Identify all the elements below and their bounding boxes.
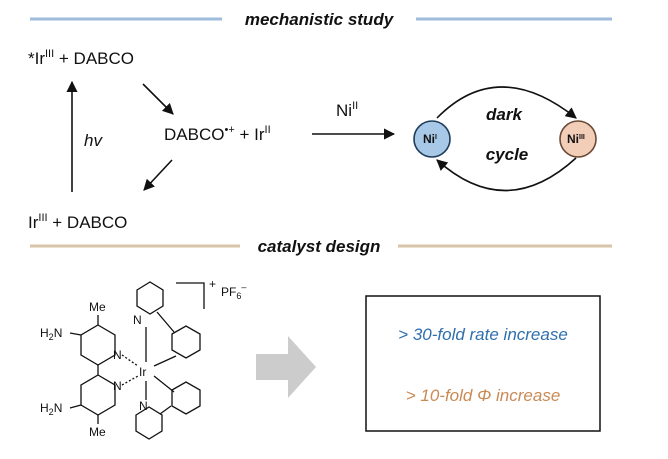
catalyst-design-title: catalyst design [258,237,381,256]
cycle-arc-bottom [436,157,577,192]
ir-center-label: Ir [139,365,146,379]
iridium-complex-structure [69,281,205,440]
return-arrow [143,159,173,191]
n-label-top: N [113,348,122,362]
ni1-node-label: NiI [423,132,437,146]
me-bottom-label: Me [89,425,106,439]
n-label-axial-top: N [133,313,142,327]
ni3-node-label: NiIII [567,132,585,146]
ground-ir-dabco-label: IrIII + DABCO [28,212,127,232]
quench-arrow [142,83,174,115]
excited-ir-dabco-label: *IrIII + DABCO [28,48,134,68]
ni3-node [559,120,597,158]
hv-label: hv [84,131,103,150]
pf6-label: PF6– [221,282,246,301]
h2n-top-label: H2N [40,326,62,342]
results-box [365,295,601,432]
quantum-yield-text: > 10-fold Φ increase [406,386,561,405]
h2n-bottom-label: H2N [40,401,62,417]
charge-label: + [209,277,216,291]
rate-increase-text: > 30-fold rate increase [398,325,568,344]
dark-label: dark [486,105,523,124]
ni1-node [413,120,451,158]
design-arrow [256,336,316,398]
n-label-bottom: N [113,379,122,393]
n-label-axial-bottom: N [139,399,148,413]
cycle-label: cycle [486,145,529,164]
ni2-label: NiII [336,100,358,120]
mechanistic-study-title: mechanistic study [245,10,395,29]
me-top-label: Me [89,300,106,314]
cycle-arc-top [436,86,577,119]
dabco-radical-ir2-label: DABCO•+ + IrII [164,124,271,144]
